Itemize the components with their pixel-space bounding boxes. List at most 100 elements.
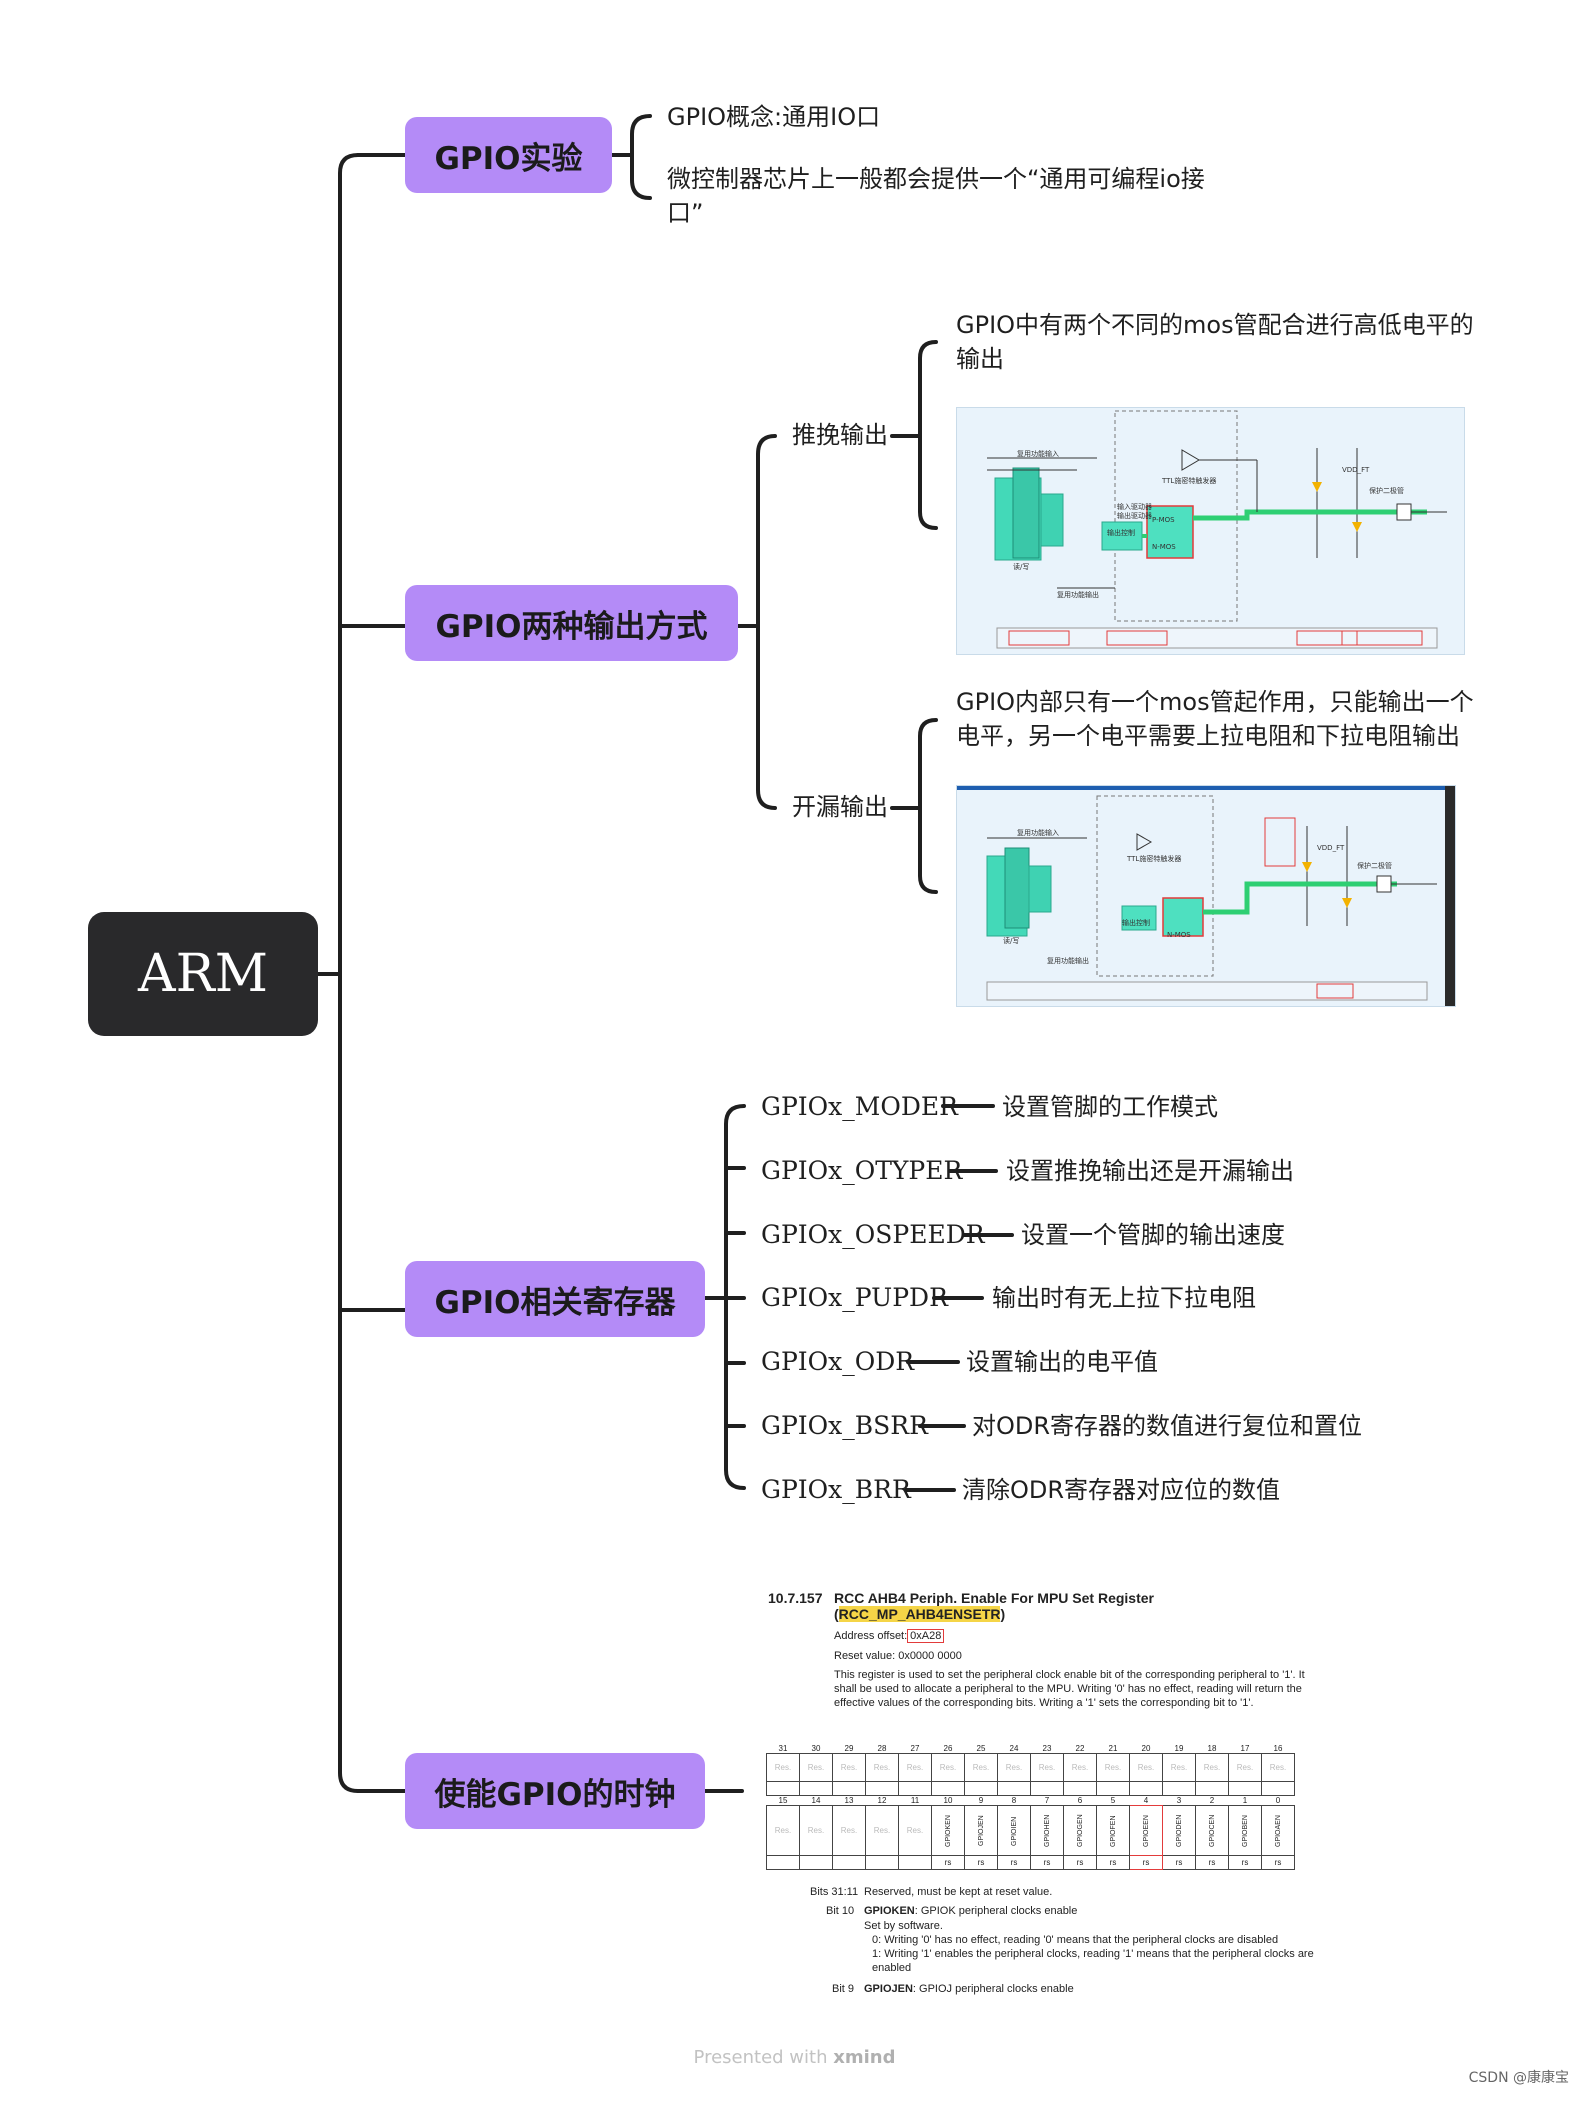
ds-b3-text: : GPIOJ peripheral clocks enable [912,1983,1074,1995]
csdn-credit: CSDN @康康宝 [1468,2070,1569,2086]
field-cell: GPIODEN [1162,1805,1196,1856]
field-cell: GPIOJEN [964,1805,998,1856]
field-cell: Res. [799,1805,833,1856]
bit-number: 6 [1077,1796,1083,1805]
output-control-od-label: 输出控制 [1122,919,1150,927]
reserved-cell: Res. [1096,1753,1130,1782]
push-pull-note[interactable]: GPIO中有两个不同的mos管配合进行高低电平的输出 [956,311,1474,373]
reg-pupdr[interactable]: GPIOx_PUPDR [761,1283,948,1312]
reserved-cell: Res. [1162,1753,1196,1782]
access-cell [799,1855,833,1870]
bit-number: 25 [976,1744,986,1753]
reserved-cell: Res. [1195,1753,1229,1782]
access-cell [1129,1781,1163,1796]
gpio-description-note[interactable]: 微控制器芯片上一般都会提供一个“通用可编程io接口” [667,165,1205,227]
access-cell: rs [1030,1855,1064,1870]
access-cell: rs [931,1855,965,1870]
reg-otyper-desc[interactable]: 设置推挽输出还是开漏输出 [1006,1157,1294,1185]
reg-moder[interactable]: GPIOx_MODER [761,1092,958,1121]
nmos-od-label: N-MOS [1167,931,1191,939]
ds-b2-zero: 0: Writing '0' has no effect, reading '0… [872,1934,1279,1946]
ds-b2-name: GPIOKEN [864,1905,915,1917]
ds-regname: RCC_MP_AHB4ENSETR [838,1606,1001,1622]
af-input-od-label: 复用功能输入 [1017,829,1059,837]
access-cell [1162,1781,1196,1796]
bit-number: 28 [877,1744,887,1753]
access-cell: rs [1063,1855,1097,1870]
reserved-cell: Res. [898,1753,932,1782]
access-cell [1063,1781,1097,1796]
reg-moder-desc[interactable]: 设置管脚的工作模式 [1002,1093,1218,1121]
access-cell [865,1781,899,1796]
reg-brr[interactable]: GPIOx_BRR [761,1475,911,1504]
ds-b2-label: Bit 10 [826,1905,855,1917]
bit-number: 31 [778,1744,788,1753]
bit-number: 0 [1275,1796,1281,1805]
reg-ospeedr-desc[interactable]: 设置一个管脚的输出速度 [1021,1221,1285,1249]
access-cell: rs [1162,1855,1196,1870]
bit-number: 19 [1174,1744,1184,1753]
push-pull-circuit-image: P-MOS N-MOS 输出控制 TTL施密特触发器 保护二极管 VDD_FT … [956,407,1465,655]
reserved-cell: Res. [832,1753,866,1782]
topic-gpio-clock-enable[interactable]: 使能GPIO的时钟 [405,1753,705,1829]
bit-number: 8 [1011,1796,1017,1805]
root-node[interactable]: ARM [88,912,318,1036]
ttl-label: TTL施密特触发器 [1162,477,1217,485]
bit-number: 14 [811,1796,821,1805]
reg-brr-desc[interactable]: 清除ODR寄存器对应位的数值 [962,1476,1281,1504]
ds-b3: GPIOJEN: GPIOJ peripheral clocks enable [864,1982,1074,1996]
reg-odr[interactable]: GPIOx_ODR [761,1347,915,1376]
reg-otyper[interactable]: GPIOx_OTYPER [761,1156,963,1185]
reg-ospeedr[interactable]: GPIOx_OSPEEDR [761,1220,985,1249]
input-driver-label: 输入驱动器 [1117,503,1152,511]
topic-gpio-registers[interactable]: GPIO相关寄存器 [405,1261,705,1337]
ds-section: 10.7.157 [768,1590,823,1606]
access-cell [997,1781,1031,1796]
field-cell: GPIOGEN [1063,1805,1097,1856]
output-control-label: 输出控制 [1107,529,1135,537]
reserved-cell: Res. [1261,1753,1295,1782]
reg-odr-desc[interactable]: 设置输出的电平值 [966,1348,1158,1376]
ds-b2-one: 1: Writing '1' enables the peripheral cl… [872,1948,1314,1974]
bit-number: 5 [1110,1796,1116,1805]
ds-offset: Address offset:0xA28 [834,1629,945,1643]
ttl-od-label: TTL施密特触发器 [1127,855,1182,863]
gpio-concept-note[interactable]: GPIO概念:通用IO口 [667,103,881,131]
reserved-cell: Res. [799,1753,833,1782]
pmos-label: P-MOS [1152,516,1175,524]
access-cell [931,1781,965,1796]
field-cell: GPIOCEN [1195,1805,1229,1856]
open-drain-note[interactable]: GPIO内部只有一个mos管起作用，只能输出一个电平，另一个电平需要上拉电阻和下… [956,688,1474,750]
access-cell [865,1855,899,1870]
access-cell: rs [1195,1855,1229,1870]
open-drain-label[interactable]: 开漏输出 [792,793,888,821]
field-cell: Res. [832,1805,866,1856]
read-write-od-label: 读/写 [1003,937,1020,945]
xmind-brand: xmind [833,2047,896,2068]
access-cell: rs [997,1855,1031,1870]
bit-number: 11 [910,1796,920,1805]
bit-number: 3 [1176,1796,1182,1805]
reserved-cell: Res. [766,1753,800,1782]
bit-number: 7 [1044,1796,1050,1805]
datasheet-image: 10.7.157 RCC AHB4 Periph. Enable For MPU… [760,1580,1360,2010]
bit-number: 22 [1075,1744,1085,1753]
ds-paragraph: This register is used to set the periphe… [834,1669,1305,1709]
push-pull-label[interactable]: 推挽输出 [792,421,888,449]
topic-gpio-output-modes[interactable]: GPIO两种输出方式 [405,585,738,661]
bit-number: 30 [811,1744,821,1753]
access-cell [1261,1781,1295,1796]
bit-number: 26 [943,1744,953,1753]
ds-b1-label: Bits 31:11 [810,1886,859,1898]
presented-with-footer: Presented with xmind [0,2047,1589,2068]
reg-bsrr-desc[interactable]: 对ODR寄存器的数值进行复位和置位 [972,1412,1363,1440]
reg-bsrr[interactable]: GPIOx_BSRR [761,1411,928,1440]
field-cell: Res. [898,1805,932,1856]
access-cell [964,1781,998,1796]
field-cell: Res. [766,1805,800,1856]
reg-pupdr-desc[interactable]: 输出时有无上拉下拉电阻 [992,1284,1256,1312]
ds-reset: Reset value: 0x0000 0000 [834,1650,962,1662]
bit-number: 4 [1143,1796,1149,1805]
topic-gpio-experiment[interactable]: GPIO实验 [405,117,612,193]
